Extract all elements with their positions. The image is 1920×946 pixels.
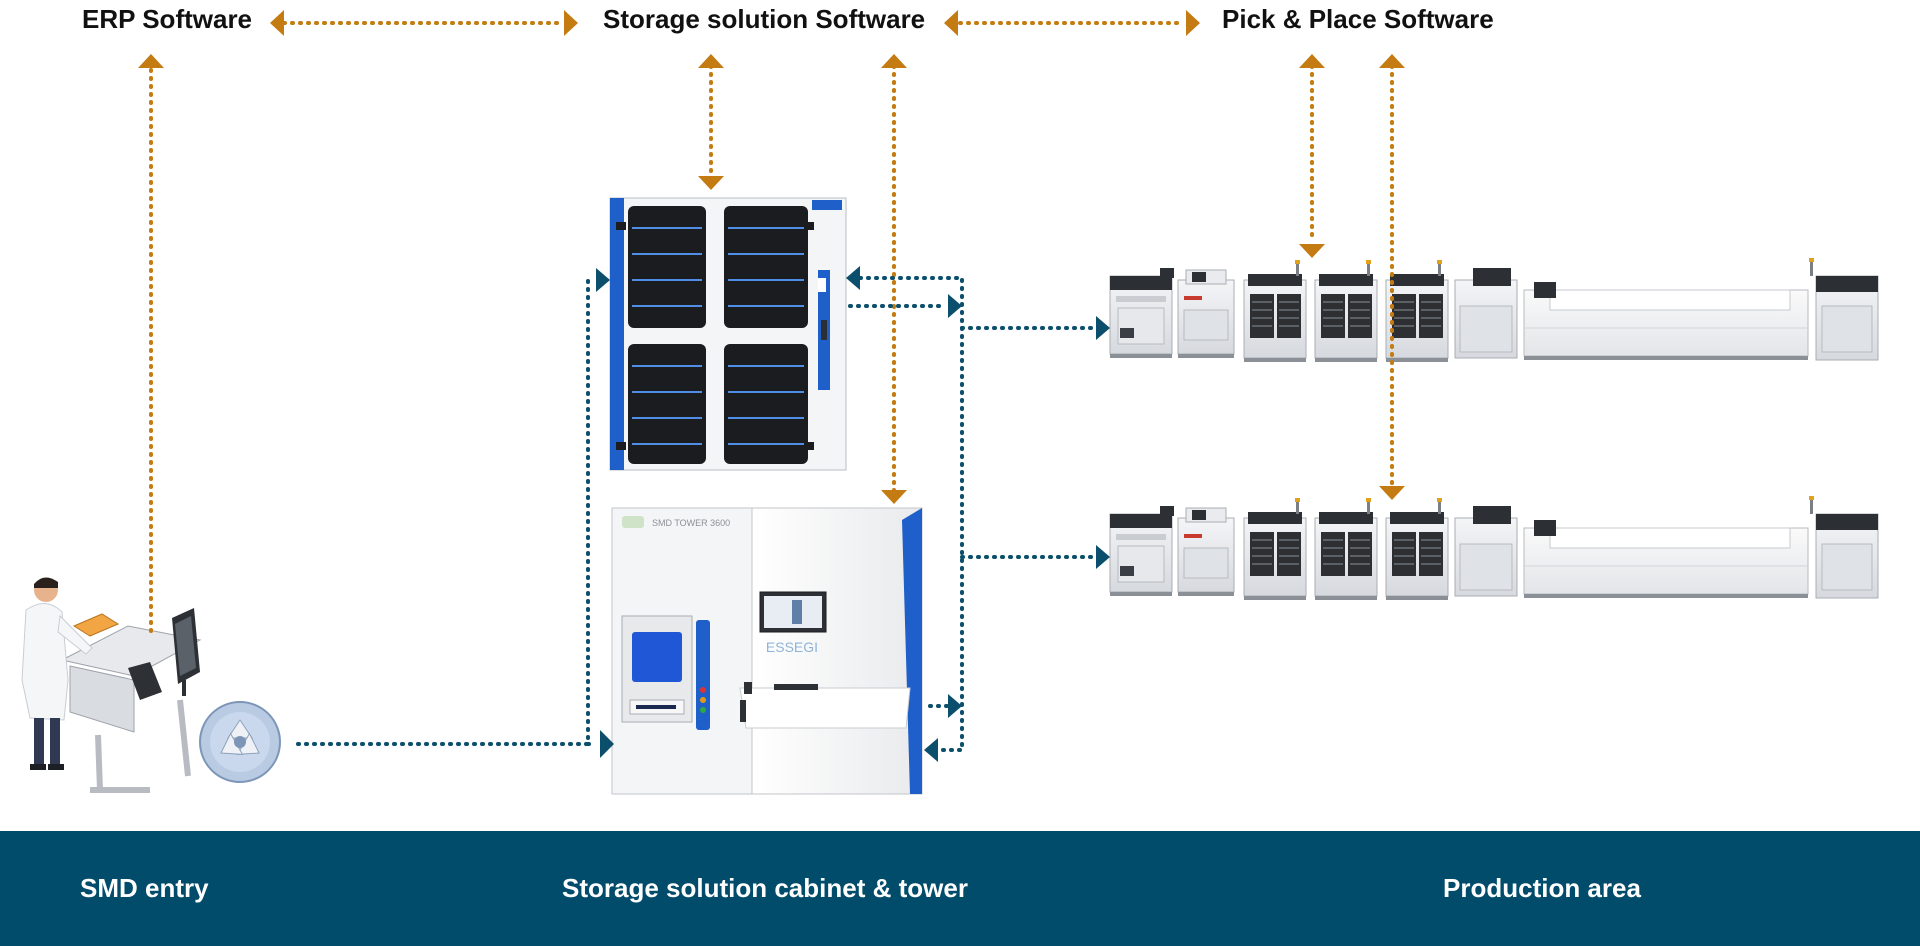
- operator-workstation-illustration: [21, 577, 202, 793]
- production-area-label: Production area: [1443, 873, 1641, 903]
- tower-model-text: SMD TOWER 3600: [652, 518, 730, 528]
- smt-production-line-illustration: [1110, 258, 1878, 600]
- flow-diagram: SMD TOWER 3600 ESSEGI: [21, 10, 1920, 795]
- erp-software-label: ERP Software: [82, 4, 253, 34]
- storage-software-label: Storage solution Software: [603, 4, 926, 34]
- smd-reel-illustration: [199, 701, 281, 783]
- footer-bar: SMD entry Storage solution cabinet & tow…: [0, 831, 1920, 946]
- storage-area-label: Storage solution cabinet & tower: [562, 873, 968, 903]
- smd-entry-label: SMD entry: [80, 873, 209, 903]
- pick-place-software-label: Pick & Place Software: [1222, 4, 1494, 34]
- tower-brand-text: ESSEGI: [766, 639, 818, 655]
- storage-cabinet-illustration: [609, 197, 847, 471]
- storage-tower-illustration: SMD TOWER 3600 ESSEGI: [611, 507, 923, 795]
